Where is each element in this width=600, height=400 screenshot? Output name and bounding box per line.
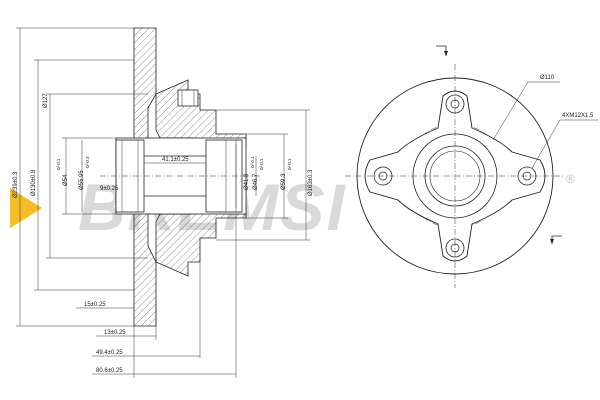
dim-d55-95: Ø55.95 (79, 170, 85, 190)
dim-d46-7: Ø46.7 (253, 173, 259, 190)
dim-thickness-15: 15±0.25 (84, 302, 106, 308)
dim-d46-7-tol: 0/-0.1 (259, 158, 264, 170)
dim-outer-diameter: Ø239±0.3 (13, 171, 19, 198)
dim-d130: Ø130±0.8 (31, 169, 37, 196)
hub-upper-section (155, 79, 247, 147)
dim-d59-3: Ø59.3 (281, 173, 287, 190)
dim-d163: Ø163±0.3 (308, 169, 314, 196)
dim-width-9: 9±0.25 (100, 186, 119, 192)
dim-d54: Ø54 (63, 174, 69, 186)
dim-depth-80-6: 80.6±0.25 (96, 368, 123, 374)
dim-pcd: Ø110 (540, 75, 555, 81)
front-view: Ø110 4XM12X1.5 (345, 45, 598, 288)
watermark-triangle-icon (10, 188, 42, 228)
dim-d41-8: Ø41.8 (244, 173, 250, 190)
dim-depth-49-4: 49.4±0.25 (96, 350, 123, 356)
dim-d54-tol: 0/-0.1 (56, 158, 61, 170)
dim-depth-13: 13±0.25 (104, 330, 126, 336)
dim-width-41-1: 41.1±0.25 (162, 157, 189, 163)
dim-bolt-spec: 4XM12X1.5 (562, 113, 594, 119)
dim-d55-95-tol: 0/-0.3 (85, 156, 90, 168)
dim-d127: Ø127 (43, 93, 49, 108)
dim-d41-8-tol: 0/-0.1 (250, 156, 255, 168)
section-view: Ø239±0.3 Ø130±0.8 Ø127 Ø54 0/-0.1 Ø55.95… (13, 27, 314, 378)
dim-d59-3-tol: 0/-0.1 (287, 158, 292, 170)
stud-boss-top (177, 89, 199, 107)
watermark-registered-mark: ® (566, 172, 575, 186)
